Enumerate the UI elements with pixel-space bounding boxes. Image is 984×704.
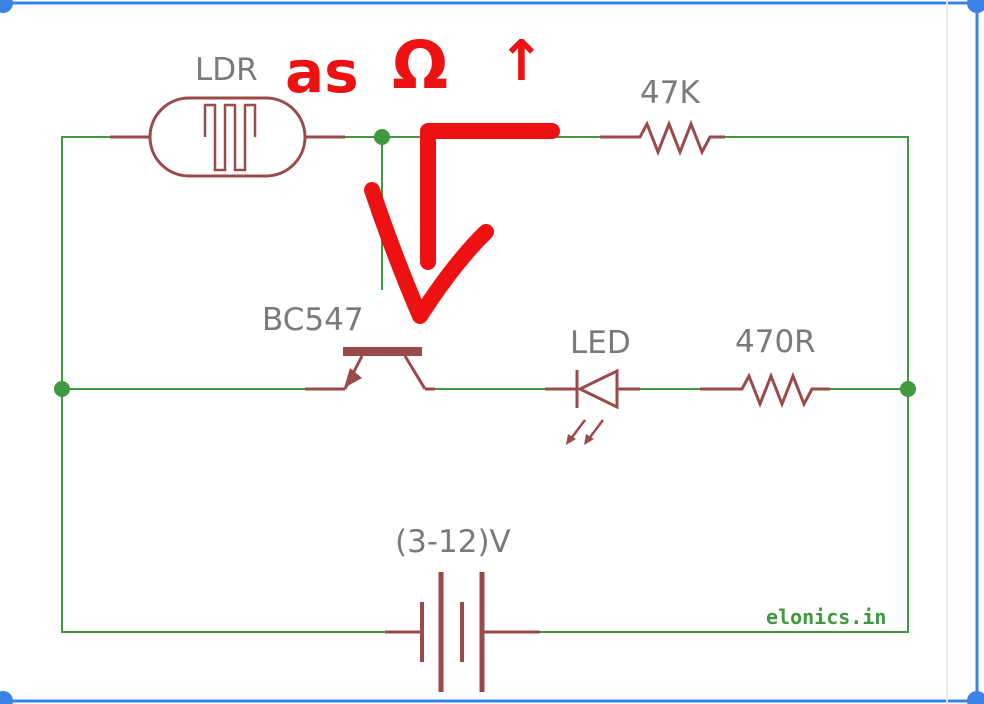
resistor-470r-symbol xyxy=(700,371,830,409)
transistor-symbol xyxy=(305,347,435,391)
junction-node xyxy=(900,381,916,397)
resize-handle-bottom-right[interactable] xyxy=(967,691,984,704)
annotation-up-arrow: ↑ xyxy=(498,29,545,94)
junction-nodes xyxy=(54,129,916,397)
battery-symbol xyxy=(385,572,540,692)
resize-handle-top-left[interactable] xyxy=(0,0,13,13)
ldr-symbol xyxy=(110,96,345,178)
resize-handle-bottom-left[interactable] xyxy=(0,691,13,704)
battery-label: (3-12)V xyxy=(395,524,511,560)
resistor-470r-label: 470R xyxy=(735,324,816,360)
resistor-47k-label: 47K xyxy=(640,75,700,111)
resize-handle-top-right[interactable] xyxy=(967,0,984,13)
resistor-47k-symbol xyxy=(600,119,725,157)
annotation-omega-symbol: Ω xyxy=(392,27,448,104)
ldr-label: LDR xyxy=(195,52,258,88)
handwritten-annotation: as Ω ↑ xyxy=(285,27,560,324)
transistor-label: BC547 xyxy=(262,302,364,338)
annotation-current-arrow xyxy=(364,123,560,324)
led-symbol xyxy=(545,368,640,445)
annotation-text: as xyxy=(285,38,359,106)
junction-node xyxy=(374,129,390,145)
credit-text: elonics.in xyxy=(766,605,886,629)
junction-node xyxy=(54,381,70,397)
led-label: LED xyxy=(570,325,631,361)
